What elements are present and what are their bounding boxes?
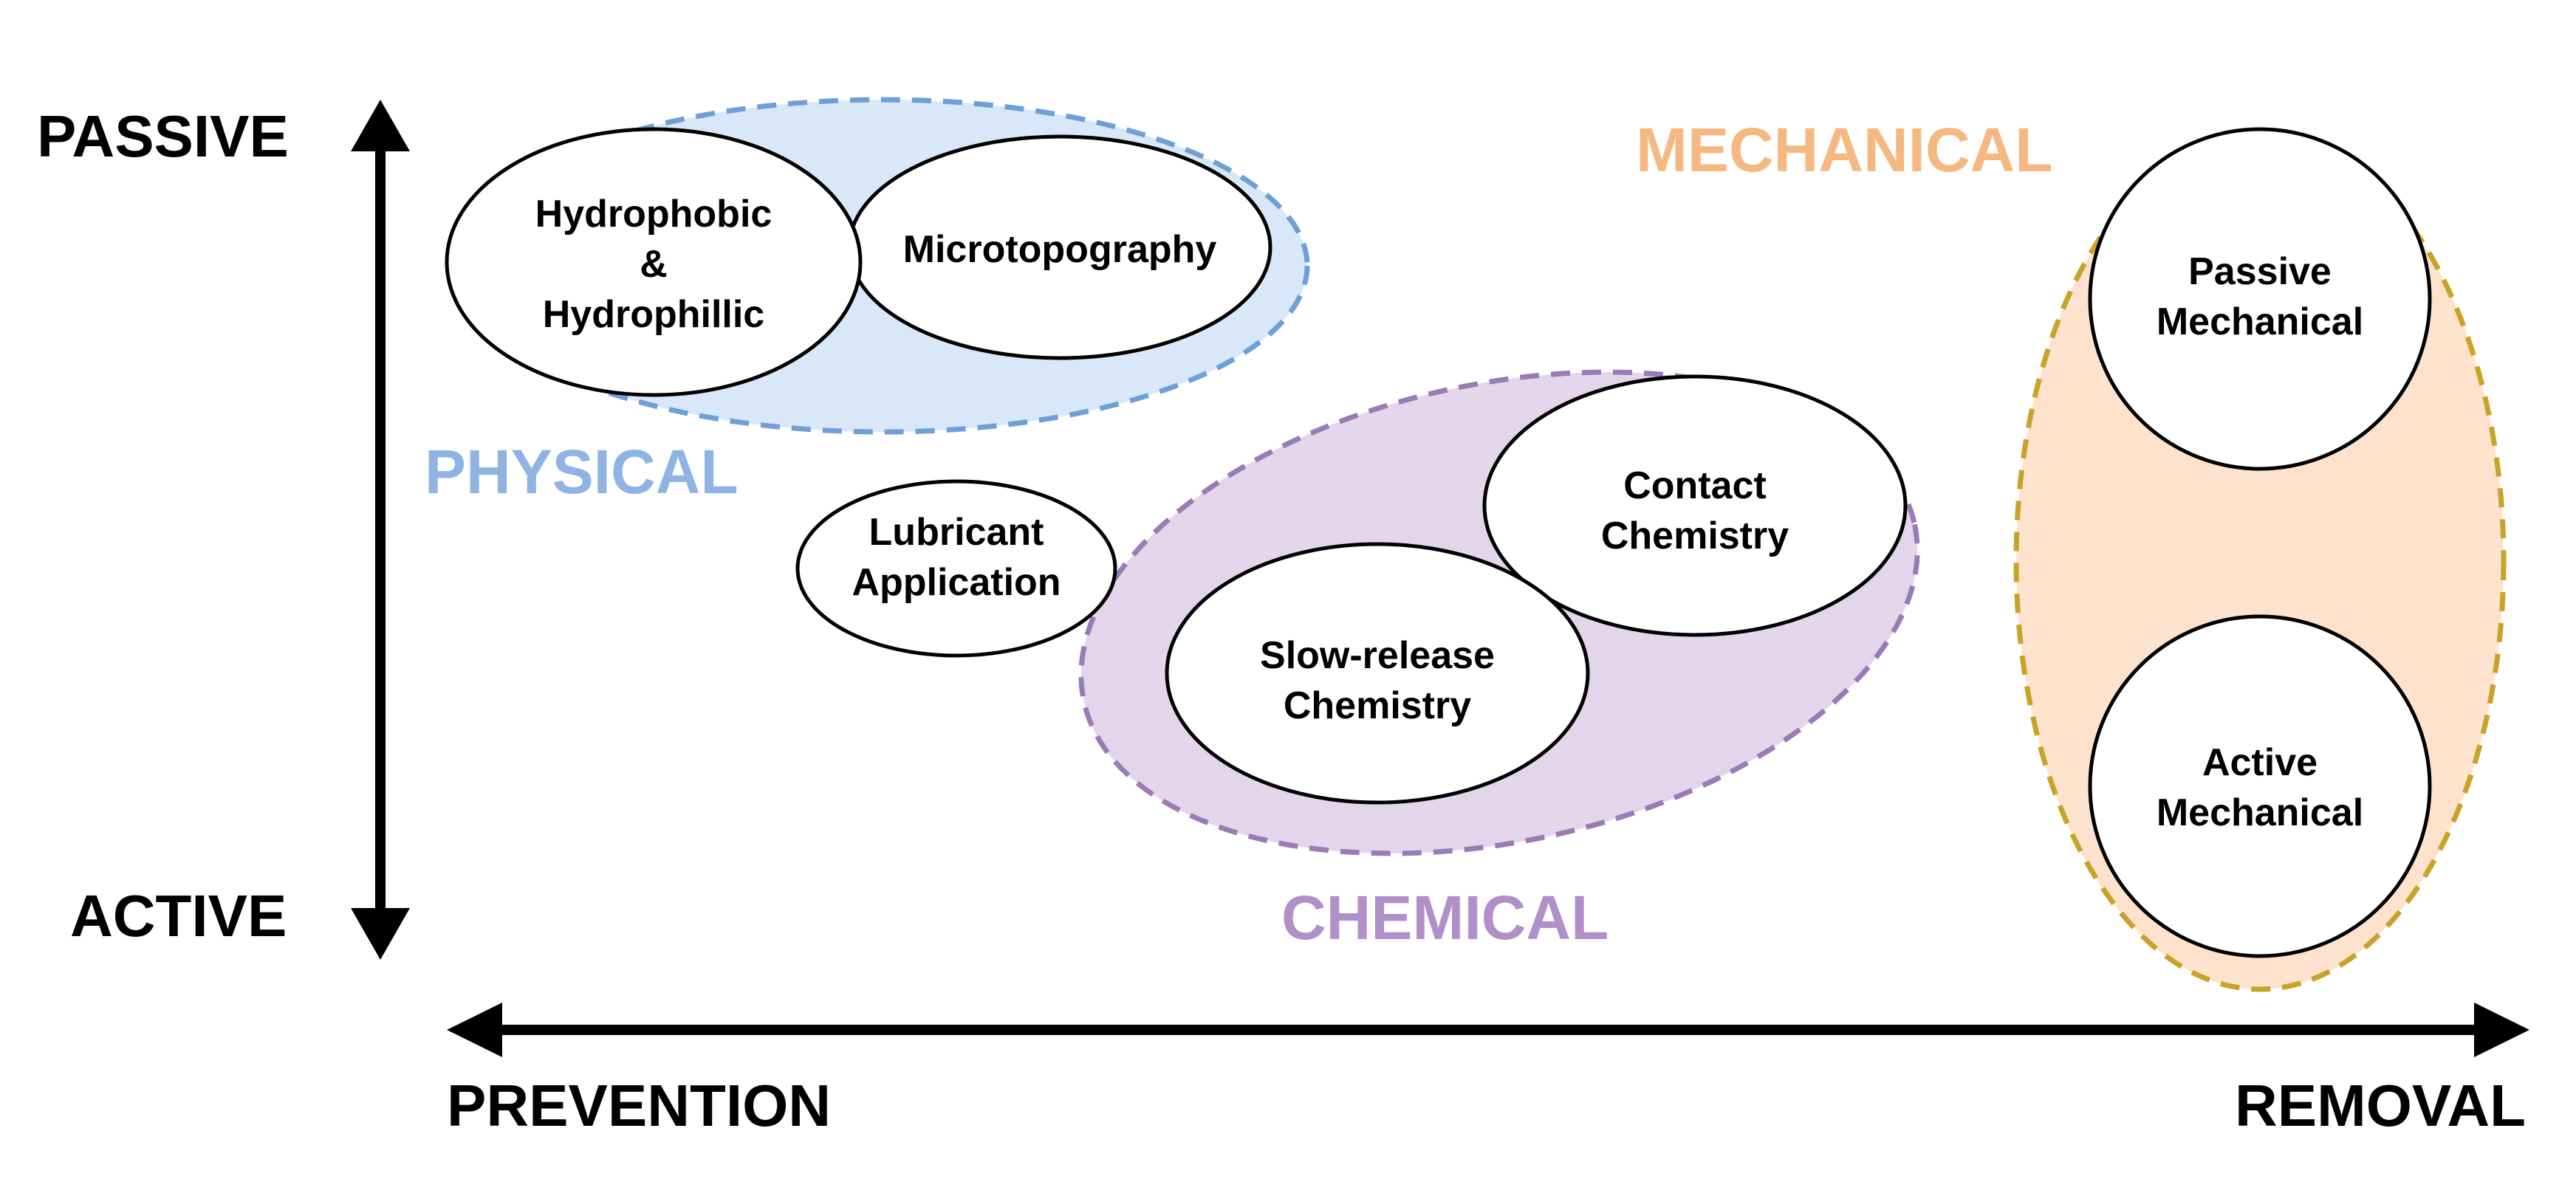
svg-text:&: & bbox=[640, 243, 668, 286]
svg-text:Hydrophobic: Hydrophobic bbox=[535, 193, 773, 236]
node-lubricant-application: Lubricant Application bbox=[795, 479, 1117, 658]
horizontal-axis-arrow bbox=[447, 1003, 2529, 1057]
node-hydrophobic-hydrophillic: Hydrophobic & Hydrophillic bbox=[445, 127, 863, 397]
axis-label-removal: REMOVAL bbox=[2235, 1073, 2526, 1138]
svg-text:Hydrophillic: Hydrophillic bbox=[543, 293, 764, 336]
svg-text:Microtopography: Microtopography bbox=[903, 228, 1217, 271]
svg-text:Mechanical: Mechanical bbox=[2157, 791, 2363, 834]
axis-label-passive: PASSIVE bbox=[37, 103, 289, 169]
axis-label-active: ACTIVE bbox=[70, 883, 287, 949]
svg-text:Application: Application bbox=[852, 561, 1061, 604]
node-microtopography: Microtopography bbox=[847, 134, 1272, 360]
group-label-chemical: CHEMICAL bbox=[1281, 883, 1609, 952]
vertical-axis-arrow bbox=[351, 100, 410, 960]
svg-text:Chemistry: Chemistry bbox=[1284, 684, 1471, 727]
svg-text:Active: Active bbox=[2202, 741, 2318, 784]
svg-text:Contact: Contact bbox=[1623, 464, 1767, 507]
svg-text:Chemistry: Chemistry bbox=[1601, 515, 1789, 557]
axis-label-prevention: PREVENTION bbox=[447, 1073, 831, 1138]
node-passive-mechanical: Passive Mechanical bbox=[2088, 127, 2432, 471]
svg-text:Slow-release: Slow-release bbox=[1260, 634, 1495, 677]
svg-text:Lubricant: Lubricant bbox=[869, 511, 1044, 554]
node-contact-chemistry: Contact Chemistry bbox=[1482, 374, 1908, 637]
group-label-physical: PHYSICAL bbox=[425, 437, 739, 506]
node-active-mechanical: Active Mechanical bbox=[2088, 614, 2432, 958]
node-slow-release-chemistry: Slow-release Chemistry bbox=[1165, 542, 1590, 805]
svg-text:Mechanical: Mechanical bbox=[2157, 300, 2363, 343]
svg-text:Passive: Passive bbox=[2188, 250, 2332, 293]
group-label-mechanical: MECHANICAL bbox=[1636, 115, 2053, 185]
